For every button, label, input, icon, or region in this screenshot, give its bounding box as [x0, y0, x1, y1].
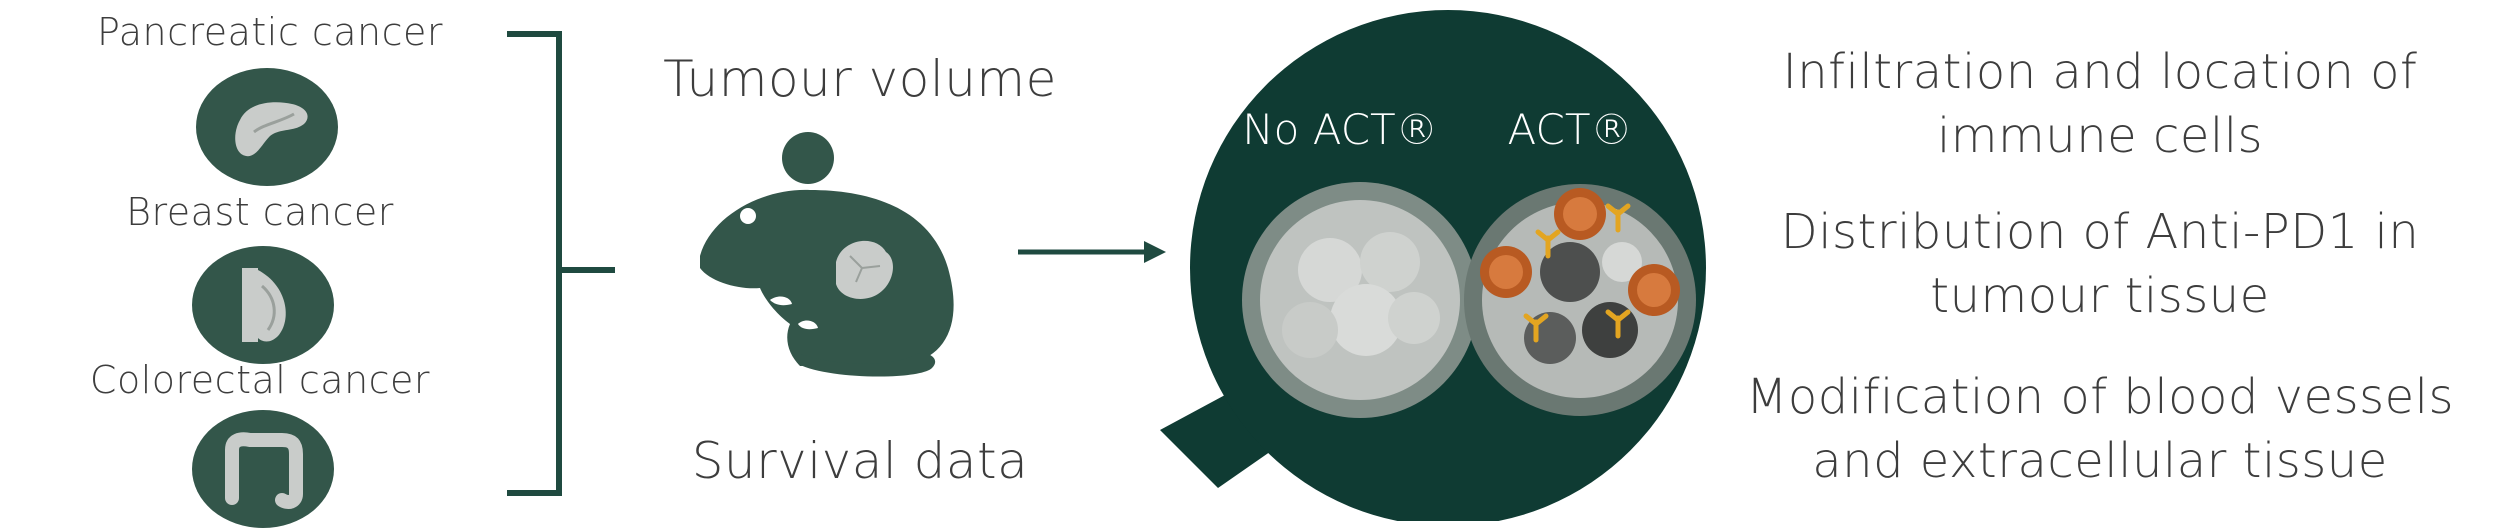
magnifier-icon — [1160, 10, 1706, 521]
readout-line: immune cells — [1936, 108, 2264, 164]
breast-icon — [192, 246, 334, 364]
antibody-icon — [1523, 203, 1631, 343]
readout-immune-cells: Infiltration and location of immune cell… — [1720, 40, 2480, 168]
readout-line: and extracellular tissue — [1812, 433, 2388, 489]
cancer-label-breast: Breast cancer — [126, 190, 394, 234]
readout-line: Infiltration and location of — [1782, 44, 2418, 100]
readout-blood-vessels: Modification of blood vessels and extrac… — [1720, 365, 2480, 493]
arrow-icon — [1018, 241, 1166, 263]
readout-line: Distribution of Anti-PD1 in — [1780, 204, 2420, 260]
immune-cell-icon — [1480, 188, 1680, 316]
mouse-with-tumour-icon — [700, 132, 954, 377]
cancer-label-pancreatic: Pancreatic cancer — [96, 10, 443, 54]
readout-anti-pd1: Distribution of Anti-PD1 in tumour tissu… — [1720, 200, 2480, 328]
tumour-volume-label: Tumour volume — [663, 50, 1057, 108]
pancreas-icon — [196, 68, 338, 186]
cancer-label-colorectal: Colorectal cancer — [89, 358, 431, 402]
colon-icon — [192, 410, 334, 528]
readout-line: Modification of blood vessels — [1746, 369, 2454, 425]
survival-data-label: Survival data — [691, 432, 1029, 490]
act-label: ACT® — [1507, 105, 1633, 154]
grouping-bracket — [507, 31, 562, 496]
no-act-label: No ACT® — [1242, 105, 1438, 154]
readout-line: tumour tissue — [1930, 268, 2270, 324]
untreated-tumour-icon — [1242, 182, 1478, 418]
